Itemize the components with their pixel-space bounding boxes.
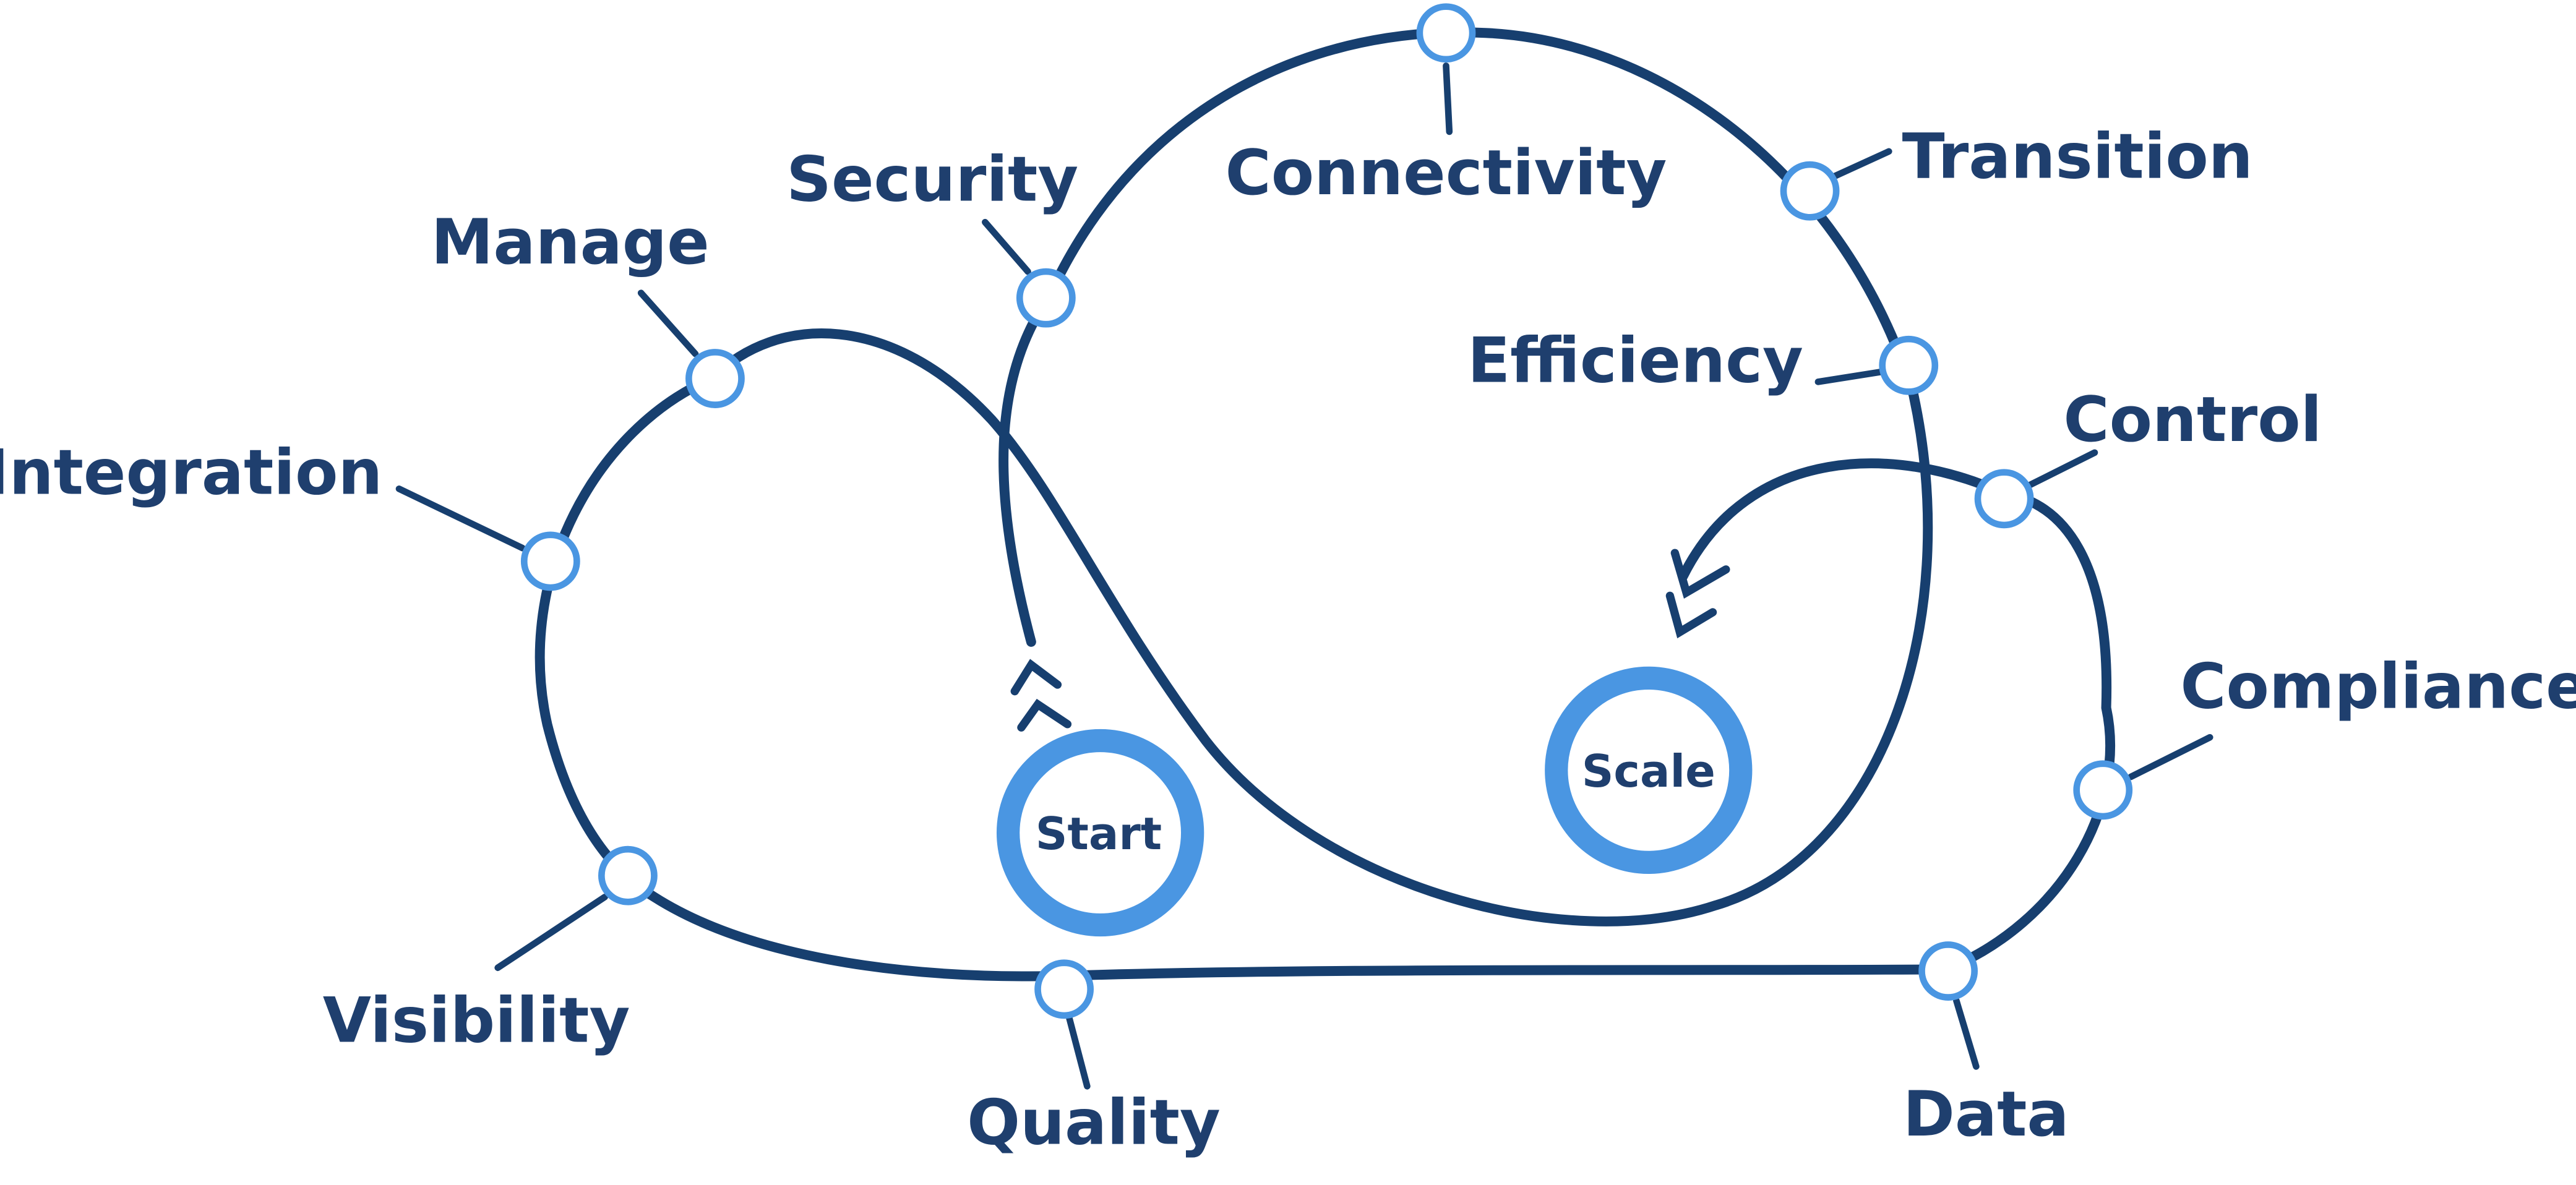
leader-transition xyxy=(1827,148,1892,181)
start-ring xyxy=(996,729,1204,937)
scale-ring xyxy=(1545,666,1753,875)
node-manage xyxy=(685,349,745,408)
scale-arrowhead xyxy=(1665,549,1730,639)
label-data: Data xyxy=(1903,1077,2069,1150)
node-efficiency xyxy=(1879,335,1939,395)
label-control: Control xyxy=(2063,383,2322,456)
start-arrowhead xyxy=(1010,659,1072,732)
node-connectivity xyxy=(1416,3,1476,63)
node-integration xyxy=(520,531,580,591)
label-manage: Manage xyxy=(431,205,710,278)
leader-compliance xyxy=(2127,734,2213,781)
label-connectivity: Connectivity xyxy=(1225,136,1667,209)
label-compliance: Compliance xyxy=(2180,649,2576,722)
label-efficiency: Efficiency xyxy=(1467,323,1803,396)
label-transition: Transition xyxy=(1902,119,2253,192)
start-label: Start xyxy=(1036,808,1162,860)
node-transition xyxy=(1780,161,1840,221)
leader-connectivity xyxy=(1443,62,1453,135)
leader-data xyxy=(1953,997,1980,1070)
node-data xyxy=(1918,941,1978,1001)
leader-efficiency xyxy=(1814,369,1884,385)
nodes xyxy=(520,3,2133,1019)
leader-integration xyxy=(395,486,526,552)
label-quality: Quality xyxy=(967,1085,1221,1158)
leader-quality xyxy=(1065,1014,1091,1090)
leader-control xyxy=(2025,449,2098,489)
leader-security xyxy=(982,218,1031,275)
outer-cloud-path xyxy=(535,27,2116,982)
label-visibility: Visibility xyxy=(323,983,630,1056)
node-compliance xyxy=(2073,760,2133,820)
node-security xyxy=(1016,268,1076,328)
node-visibility xyxy=(598,845,658,905)
leader-manage xyxy=(637,289,699,357)
leader-visibility xyxy=(494,893,608,972)
label-security: Security xyxy=(786,143,1078,216)
scale-label: Scale xyxy=(1582,745,1715,797)
label-integration: Integration xyxy=(0,435,382,508)
node-control xyxy=(1974,469,2034,529)
leader-lines xyxy=(395,62,2213,1090)
node-quality xyxy=(1034,959,1094,1019)
